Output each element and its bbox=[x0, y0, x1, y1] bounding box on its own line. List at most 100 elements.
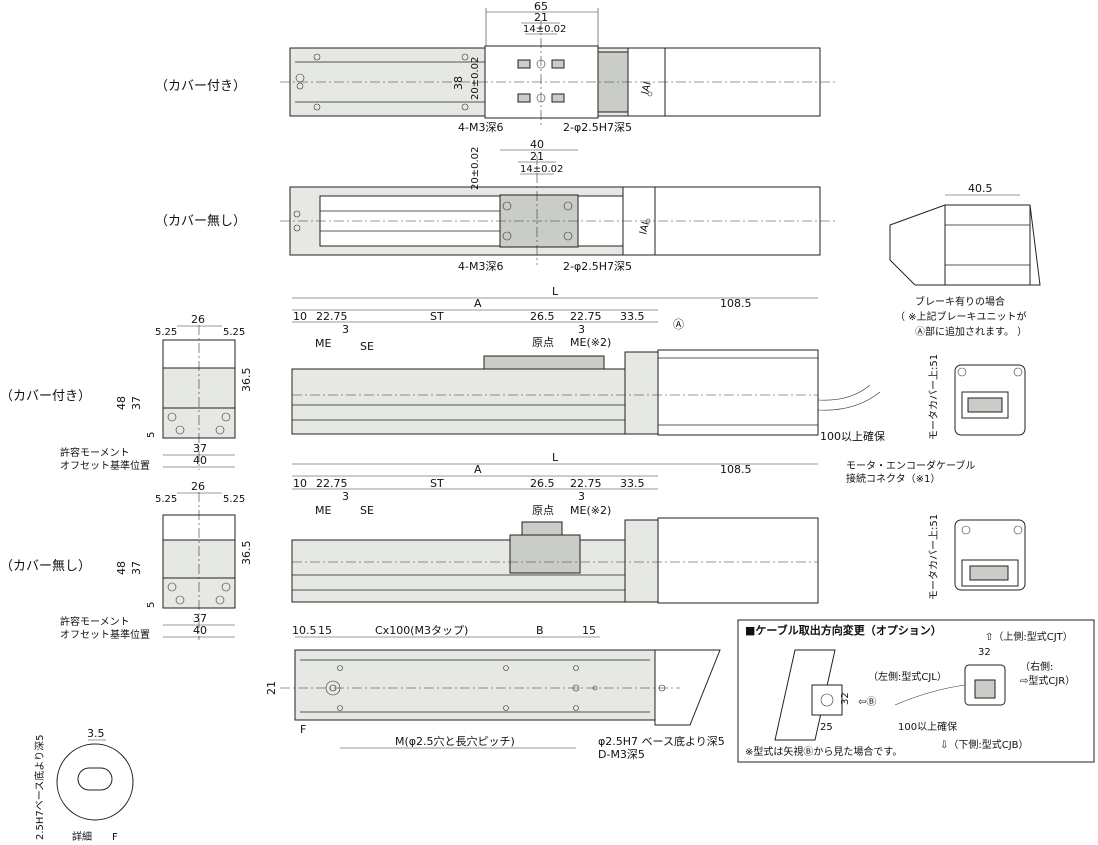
dim-M: M(φ2.5穴と長穴ピッチ) bbox=[395, 734, 515, 748]
detail-F: 3.5 2.5H7ベース底より深5 詳細 F bbox=[33, 727, 134, 843]
callout-m3: 4-M3深6 bbox=[458, 121, 503, 134]
dim-37h: 37 bbox=[193, 442, 207, 455]
side-view-nocover: L A 108.5 10 22.75 ST 26.5 22.75 33.5 3 … bbox=[291, 451, 819, 604]
dim-40h: 40 bbox=[193, 454, 207, 467]
dim-525c: 5.25 bbox=[155, 494, 177, 505]
dim-B: B bbox=[536, 624, 544, 637]
dim-ST2: ST bbox=[430, 477, 444, 490]
dim-15a: 15 bbox=[318, 624, 332, 637]
option-right1: （右側: bbox=[1020, 660, 1053, 673]
option-left: （左側:型式CJL） bbox=[868, 670, 947, 683]
bottom-view: 10.5 15 Cx100(M3タップ) B 15 21 F M(φ2.5穴と長… bbox=[265, 624, 725, 761]
option-footnote: ※型式は矢視Ⓑから見た場合です。 bbox=[745, 745, 902, 758]
dim-3a: 3 bbox=[342, 323, 349, 336]
end-view-cover: 26 5.25 5.25 48 37 36.5 5 37 40 許容モーメント … bbox=[60, 313, 253, 472]
motor-cover-label-2: モータカバー上:51 bbox=[928, 514, 940, 600]
label-100: 100以上確保 bbox=[820, 429, 885, 443]
detail-caption: 詳細 bbox=[72, 830, 92, 843]
brake-line2: （ ※上記ブレーキユニットが bbox=[895, 310, 1027, 323]
top-view-nocover: IAI 40 21 14±0.02 20±0.02 4-M3深6 2-φ2.5H… bbox=[280, 138, 835, 273]
dim-2275c: 22.75 bbox=[316, 477, 348, 490]
dim-365: 36.5 bbox=[240, 368, 253, 393]
dim-26: 26 bbox=[191, 313, 205, 326]
end-view-nocover: 26 5.25 5.25 48 37 36.5 5 37 40 許容モーメント … bbox=[60, 480, 253, 641]
dim-Cx100: Cx100(M3タップ) bbox=[375, 624, 468, 637]
dim-L: L bbox=[552, 285, 559, 298]
label-ME-b: ME bbox=[315, 504, 331, 517]
dim-3b: 3 bbox=[578, 323, 585, 336]
dim-525b: 5.25 bbox=[223, 327, 245, 338]
label-SE: SE bbox=[360, 340, 374, 353]
motor-cover-label: モータカバー上:51 bbox=[928, 354, 940, 440]
dim-1082: 108.5 bbox=[720, 463, 752, 476]
label-ME2-b: ME(※2) bbox=[570, 504, 611, 517]
label-cover-on: （カバー付き） bbox=[155, 79, 246, 94]
callout-phi25: 2-φ2.5H7深5 bbox=[563, 121, 632, 134]
note-moment: 許容モーメント bbox=[60, 446, 130, 459]
dim-15b: 15 bbox=[582, 624, 596, 637]
dim-37v: 37 bbox=[130, 396, 143, 410]
dim-2275b: 22.75 bbox=[570, 310, 602, 323]
note-offset-b: オフセット基準位置 bbox=[60, 628, 150, 641]
option-right2: ⇨型式CJR） bbox=[1020, 674, 1075, 687]
label-ME: ME bbox=[315, 337, 331, 350]
dim-20b: 20±0.02 bbox=[470, 147, 481, 190]
dim-335: 33.5 bbox=[620, 310, 645, 323]
brake-line1: ブレーキ有りの場合 bbox=[915, 295, 1005, 308]
option-dim32b: 32 bbox=[840, 692, 851, 705]
option-dim25: 25 bbox=[820, 722, 833, 733]
label-origin: 原点 bbox=[532, 336, 554, 349]
dim-2275a: 22.75 bbox=[316, 310, 348, 323]
dim-40hb: 40 bbox=[193, 624, 207, 637]
side-view-cover: L A 108.5 10 22.75 ST 26.5 22.75 33.5 3 … bbox=[291, 285, 885, 443]
dim-405: 40.5 bbox=[968, 182, 993, 195]
option-box: ■ケーブル取出方向変更（オプション） ⇧（上側:型式CJT） （右側: ⇨型式C… bbox=[737, 619, 1095, 763]
dim-21v: 21 bbox=[265, 681, 278, 695]
dim-20: 20±0.02 bbox=[470, 57, 481, 100]
dim-A2: A bbox=[474, 463, 482, 476]
label-ME2: ME(※2) bbox=[570, 336, 611, 349]
detail-vert-label: 2.5H7ベース底より深5 bbox=[33, 735, 46, 840]
option-title: ■ケーブル取出方向変更（オプション） bbox=[745, 623, 942, 637]
dim-10: 10 bbox=[293, 310, 307, 323]
option-up: ⇧（上側:型式CJT） bbox=[985, 630, 1073, 643]
label-cover-on-side: （カバー付き） bbox=[0, 389, 91, 404]
dim-26b: 26 bbox=[191, 480, 205, 493]
motor-end-nocover: モータカバー上:51 bbox=[928, 514, 1026, 600]
label-F: F bbox=[300, 723, 306, 736]
top-view-cover: IAI 65 21 14±0.02 38 20±0.02 4-M3深6 2-φ2… bbox=[280, 0, 835, 134]
dim-38: 38 bbox=[452, 76, 465, 90]
label-origin-b: 原点 bbox=[532, 504, 554, 517]
dim-65: 65 bbox=[534, 0, 548, 13]
dim-14: 14±0.02 bbox=[523, 24, 566, 35]
dim-108: 108.5 bbox=[720, 297, 752, 310]
label-cover-off-side: （カバー無し） bbox=[0, 559, 91, 574]
dim-365b: 36.5 bbox=[240, 541, 253, 566]
dim-265: 26.5 bbox=[530, 310, 555, 323]
dim-48b: 48 bbox=[115, 561, 128, 575]
option-b-marker: ⇦Ⓑ bbox=[858, 696, 876, 708]
detail-letter: F bbox=[112, 832, 118, 843]
dim-525a: 5.25 bbox=[155, 327, 177, 338]
callout-phi25-bottom: φ2.5H7 ベース底より深5 bbox=[598, 734, 725, 748]
dim-48: 48 bbox=[115, 396, 128, 410]
option-down: ⇩（下側:型式CJB） bbox=[940, 738, 1029, 751]
callout-D-M3: D-M3深5 bbox=[598, 748, 645, 761]
dim-21b: 21 bbox=[530, 150, 544, 163]
dim-35: 3.5 bbox=[87, 727, 105, 740]
connector-line2: 接続コネクタ（※1） bbox=[846, 472, 940, 485]
label-A-marker: Ⓐ bbox=[673, 318, 684, 331]
note-moment-b: 許容モーメント bbox=[60, 615, 130, 628]
dim-265b: 26.5 bbox=[530, 477, 555, 490]
option-clearance: 100以上確保 bbox=[898, 720, 957, 733]
dim-37hb: 37 bbox=[193, 612, 207, 625]
dim-L2: L bbox=[552, 451, 559, 464]
dim-105: 10.5 bbox=[292, 624, 317, 637]
dim-ST: ST bbox=[430, 310, 444, 323]
dim-40: 40 bbox=[530, 138, 544, 151]
dim-14b: 14±0.02 bbox=[520, 164, 563, 175]
logo-iai-2: IAI bbox=[638, 221, 652, 236]
label-SE-b: SE bbox=[360, 504, 374, 517]
dim-5b: 5 bbox=[146, 602, 157, 608]
